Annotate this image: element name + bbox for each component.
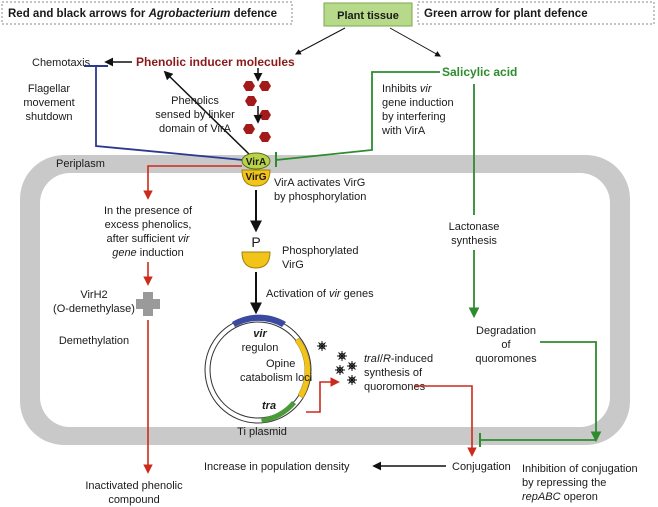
inhibits-text-3: by interfering	[382, 111, 446, 123]
conjugation-label: Conjugation	[452, 461, 511, 473]
quoromone-star-icon	[337, 351, 347, 361]
cell-interior	[40, 173, 610, 427]
vira-activates-1: VirA activates VirG	[274, 177, 365, 189]
green-path-degradation-right	[540, 341, 602, 443]
virh2-label-2: (O-demethylase)	[53, 303, 135, 315]
red-path-quoromones-to-conjugation	[414, 385, 477, 457]
vira-label: VirA	[246, 157, 266, 168]
increase-label: Increase in population density	[204, 461, 350, 473]
quoromone-star-icon	[347, 361, 357, 371]
presence-text-4: gene induction	[112, 247, 184, 259]
inhibition-label-3: repABC operon	[522, 491, 598, 503]
phospho-label-2: VirG	[282, 259, 304, 271]
header-left-title: Red and black arrows for Agrobacterium d…	[8, 8, 277, 20]
phenolics-sensed-3: domain of VirA	[159, 123, 232, 135]
tral-text-1: traI/R-induced	[364, 353, 433, 365]
inhibits-text-2: gene induction	[382, 97, 454, 109]
presence-text-1: In the presence of	[104, 205, 193, 217]
phenolic-hexagon	[259, 81, 271, 91]
phenolic-hexagon	[259, 110, 271, 120]
header-right-box	[417, 1, 655, 25]
inhibition-label-2: by repressing the	[522, 477, 606, 489]
flagellar-text-1: Flagellar	[28, 83, 71, 95]
degradation-2: of	[501, 339, 511, 351]
flagellar-shutdown-line	[95, 66, 244, 161]
lactonase-2: synthesis	[451, 235, 497, 247]
opine-label-2: catabolism loci	[240, 372, 312, 384]
vir-region-label: vir	[253, 328, 267, 340]
inactivated-label-1: Inactivated phenolic	[85, 480, 183, 492]
tra-region-label: tra	[262, 400, 276, 412]
phenolic-hexagon	[243, 124, 255, 134]
opine-label-1: Opine	[266, 358, 295, 370]
quoromone-star-icon	[347, 375, 357, 385]
lactonase-1: Lactonase	[449, 221, 500, 233]
phosphorylated-virg-icon	[241, 251, 271, 269]
phenolic-hexagon	[243, 81, 255, 91]
periplasm-label: Periplasm	[56, 158, 105, 170]
red-path-vira-left	[143, 165, 242, 200]
arrow-plant-to-phenolic	[294, 27, 346, 55]
virh2-cross-icon	[136, 292, 160, 316]
phenolic-inducer-label: Phenolic inducer molecules	[136, 55, 295, 69]
salicylic-acid-label: Salicylic acid	[442, 65, 517, 79]
plant-tissue-box	[323, 2, 413, 27]
arrow-plant-to-salicylic	[389, 27, 442, 57]
vir-region-arc	[232, 314, 286, 327]
inhibits-text-1: Inhibits vir	[382, 83, 433, 95]
red-path-tra-to-quoromones	[306, 377, 340, 413]
tral-text-2: synthesis of	[364, 367, 423, 379]
arrow-vira-to-phenolic	[163, 70, 251, 156]
flagellar-text-3: shutdown	[25, 111, 72, 123]
regulon-label: regulon	[242, 342, 279, 354]
phospho-label-1: Phosphorylated	[282, 245, 358, 257]
virg-pill	[241, 169, 271, 187]
degradation-1: Degradation	[476, 325, 536, 337]
inactivated-label-2: compound	[108, 494, 159, 506]
p-label: P	[251, 234, 260, 250]
tra-region-arc	[261, 401, 296, 423]
presence-text-2: excess phenolics,	[105, 219, 192, 231]
virh2-label-1: VirH2	[80, 289, 107, 301]
plant-tissue-label: Plant tissue	[337, 10, 399, 22]
ti-plasmid-label: Ti plasmid	[237, 426, 287, 438]
inhibition-label-1: Inhibition of conjugation	[522, 463, 638, 475]
inhibits-text-4: with VirA	[381, 125, 426, 137]
opine-region-arc	[294, 337, 311, 399]
phenolic-hexagon	[245, 96, 257, 106]
chemotaxis-label: Chemotaxis	[32, 57, 91, 69]
presence-text-3: after sufficient vir	[107, 233, 191, 245]
quoromone-stars	[317, 341, 357, 385]
quoromone-star-icon	[335, 365, 345, 375]
salicylic-inhibition-line	[275, 71, 440, 161]
degradation-3: quoromones	[475, 353, 537, 365]
vira-pill	[241, 152, 271, 170]
phenolic-molecules	[243, 81, 271, 142]
quoromone-star-icon	[317, 341, 327, 351]
header-left-box	[1, 1, 293, 25]
tral-text-3: quoromones	[364, 381, 426, 393]
flagellar-text-2: movement	[23, 97, 74, 109]
phenolics-sensed-2: sensed by linker	[155, 109, 235, 121]
vira-activates-2: by phosphorylation	[274, 191, 366, 203]
activation-label: Activation of vir genes	[266, 288, 374, 300]
virg-label: VirG	[246, 172, 267, 183]
phenolic-hexagon	[259, 132, 271, 142]
header-right-title: Green arrow for plant defence	[424, 8, 588, 20]
demethylation-label: Demethylation	[59, 335, 129, 347]
